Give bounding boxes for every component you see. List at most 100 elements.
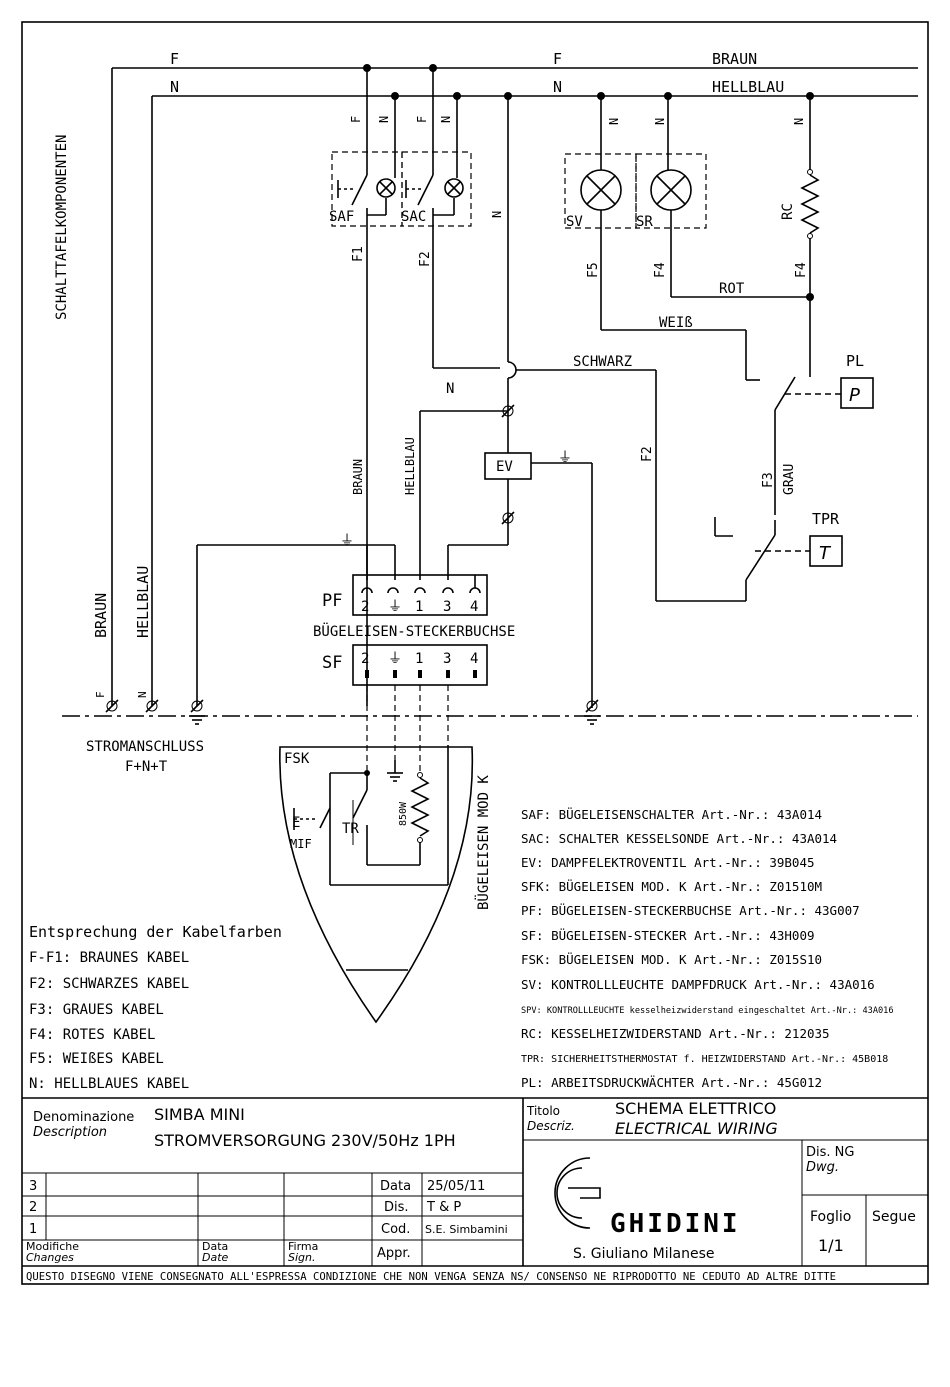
cable-legend-row: F4: ROTES KABEL (29, 1027, 155, 1043)
label-fsk: FSK (284, 751, 310, 767)
ev-ground (531, 462, 593, 708)
pl-box (840, 377, 874, 409)
component-legend: SAF: BÜGELEISENSCHALTER Art.-Nr.: 43A014… (521, 806, 894, 1090)
tpr-switch (714, 517, 810, 601)
supply-hellblau: HELLBLAU (134, 566, 152, 638)
wire-f5: F5 (586, 262, 601, 278)
pl-symbol: P (849, 385, 860, 406)
wire-f1: F1 (351, 246, 366, 262)
label-f-saf: F (349, 116, 363, 123)
sf-pin-1: 1 (415, 651, 423, 667)
iron-outline (279, 746, 474, 1024)
wire-f4-rc: F4 (794, 262, 809, 278)
modifiche-label: Modifiche (26, 1240, 79, 1253)
cable-color-legend: Entsprechung der Kabelfarben F-F1: BRAUN… (29, 923, 282, 1092)
ev-ground-symbol: ⏚ (558, 450, 572, 466)
label-n-sv: N (607, 118, 621, 125)
wire-weiss: WEIß (659, 315, 693, 331)
label-rc: RC (780, 203, 796, 220)
title-block: Denominazione Description SIMBA MINI STR… (26, 1099, 916, 1283)
supply-lines (111, 67, 918, 706)
sac-box (401, 151, 472, 227)
legend-item: RC: KESSELHEIZWIDERSTAND Art.-Nr.: 21203… (521, 1026, 830, 1041)
supply-label: STROMANSCHLUSS (86, 739, 204, 755)
label-pl: PL (846, 352, 864, 370)
label-f-sac: F (415, 116, 429, 123)
supply-braun: BRAUN (92, 593, 110, 638)
descriz-label: Descriz. (527, 1119, 575, 1133)
product-description: STROMVERSORGUNG 230V/50Hz 1PH (154, 1131, 456, 1150)
label-e: E (292, 815, 300, 831)
label-n-ev: N (490, 211, 504, 218)
legend-item: EV: DAMPFELEKTROVENTIL Art.-Nr.: 39B045 (521, 855, 815, 870)
cod-label: Cod. (381, 1222, 410, 1237)
saf-switch (337, 68, 368, 706)
changes-label: Changes (26, 1251, 74, 1264)
wire-f-right: F (553, 50, 562, 68)
label-sac: SAC (401, 209, 426, 225)
legend-item: SFK: BÜGELEISEN MOD. K Art.-Nr.: Z01510M (521, 878, 822, 894)
legend-item: FSK: BÜGELEISEN MOD. K Art.-Nr.: Z015S10 (521, 951, 822, 967)
sign-label: Sign. (288, 1251, 316, 1264)
appr-label: Appr. (377, 1246, 411, 1261)
titolo-label: Titolo (526, 1104, 560, 1118)
label-mif: MIF (290, 837, 312, 851)
pf-pin-1: 1 (415, 599, 423, 615)
schema-title: SCHEMA ELETTRICO (615, 1099, 776, 1118)
cable-legend-row: F-F1: BRAUNES KABEL (29, 950, 189, 966)
iron-internals (293, 760, 449, 886)
denominazione-label: Denominazione (33, 1110, 134, 1125)
label-n-rc: N (792, 118, 806, 125)
ev-box (484, 452, 532, 480)
label-sf: SF (322, 653, 342, 673)
sr-lamp (650, 96, 810, 298)
label-pf: PF (322, 591, 342, 611)
pf-pin-2: 2 (361, 599, 369, 615)
legend-item: SAC: SCHALTER KESSELSONDE Art.-Nr.: 43A0… (521, 831, 837, 846)
pf-pin-3: 3 (443, 599, 451, 615)
data-label: Data (380, 1179, 411, 1194)
wire-braun: BRAUN (712, 50, 757, 68)
wire-n-left: N (170, 78, 179, 96)
cod-value: S.E. Simbamini (425, 1223, 508, 1236)
wire-n-right: N (553, 78, 562, 96)
description-label: Description (33, 1125, 107, 1140)
wire-f4-sr: F4 (653, 262, 668, 278)
company-location: S. Giuliano Milanese (573, 1246, 714, 1262)
pf-caption: BÜGELEISEN-STECKERBUCHSE (313, 622, 515, 640)
wire-braun-v: BRAUN (351, 459, 365, 495)
cable-legend-row: F3: GRAUES KABEL (29, 1002, 164, 1018)
label-ev: EV (496, 459, 513, 475)
cable-legend-row: F5: WEIßES KABEL (29, 1051, 164, 1067)
foglio-value: 1/1 (818, 1236, 844, 1255)
rev-number: 2 (29, 1200, 37, 1215)
firma-label: Firma (288, 1240, 318, 1253)
date-col-label: Date (202, 1251, 229, 1264)
label-n-sac: N (439, 116, 453, 123)
sf-pins (365, 670, 477, 678)
dwg-label: Dwg. (806, 1160, 839, 1175)
data-value: 25/05/11 (427, 1179, 485, 1194)
rc-resistor (800, 96, 820, 377)
pf-contacts (361, 575, 481, 594)
label-tpr: TPR (812, 510, 840, 528)
supply-f: F (94, 691, 107, 698)
terminals (105, 699, 600, 725)
sf-pin-2: 2 (361, 651, 369, 667)
label-850w: 850W (398, 801, 409, 826)
supply-n: N (136, 691, 149, 698)
sf-pin-3: 3 (443, 651, 451, 667)
wire-hellblau-v: HELLBLAU (403, 437, 417, 495)
sf-pin-4: 4 (470, 651, 478, 667)
label-bugeleisen-mod-k: BÜGELEISEN MOD K (474, 775, 492, 910)
pf-pin-4: 4 (470, 599, 478, 615)
company-name: GHIDINI (610, 1209, 741, 1239)
rev-number: 3 (29, 1179, 37, 1194)
pf-ground-wire (196, 544, 396, 706)
saf-lamp (367, 96, 396, 216)
title-block-grid (22, 1097, 928, 1267)
wire-schwarz: SCHWARZ (573, 354, 632, 370)
wire-f3: F3 (761, 472, 776, 488)
label-n-saf: N (377, 116, 391, 123)
